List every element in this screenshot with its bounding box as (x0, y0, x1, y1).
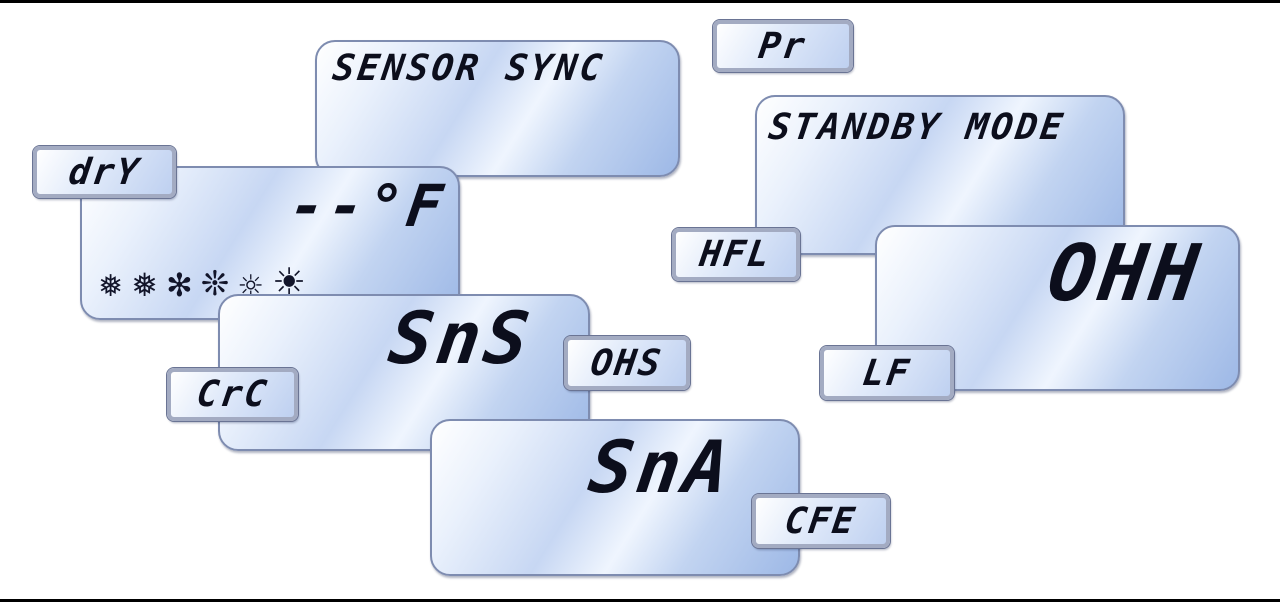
bottom-border-line (0, 599, 1280, 602)
ohh-panel: OHH (875, 225, 1240, 391)
lf-tag: LF (820, 346, 954, 400)
sna-panel: SnA (430, 419, 800, 576)
hfl-label: HFL (697, 234, 775, 275)
snowflake-swirl-icon: ✻ (165, 266, 193, 304)
sns-reading: SnS (384, 296, 538, 380)
dry-tag: drY (33, 146, 176, 198)
pr-label: Pr (756, 25, 810, 67)
standby-mode-label: STANDBY MODE (766, 107, 1068, 148)
sensor-sync-label: SENSOR SYNC (330, 48, 608, 89)
ohh-reading: OHH (1042, 229, 1209, 319)
snowflake-swirl-icon: ❅ (131, 266, 158, 304)
lf-label: LF (860, 352, 914, 394)
hfl-tag: HFL (672, 228, 800, 281)
snowflake-dense-icon: ❊ (200, 264, 230, 304)
top-border-line (0, 0, 1280, 3)
temperature-reading: --°F (285, 172, 451, 240)
ohs-label: OHS (588, 342, 666, 384)
ohs-tag: OHS (564, 336, 690, 390)
sna-reading: SnA (584, 425, 738, 509)
cfe-label: CFE (782, 500, 860, 542)
dry-label: drY (66, 151, 143, 193)
crc-label: CrC (194, 374, 271, 415)
crc-tag: CrC (167, 368, 298, 421)
sensor-sync-panel: SENSOR SYNC (315, 40, 680, 177)
snowflake-swirl-icon: ❅ (98, 269, 124, 304)
pr-tag: Pr (713, 20, 853, 72)
cfe-tag: CFE (752, 494, 890, 548)
